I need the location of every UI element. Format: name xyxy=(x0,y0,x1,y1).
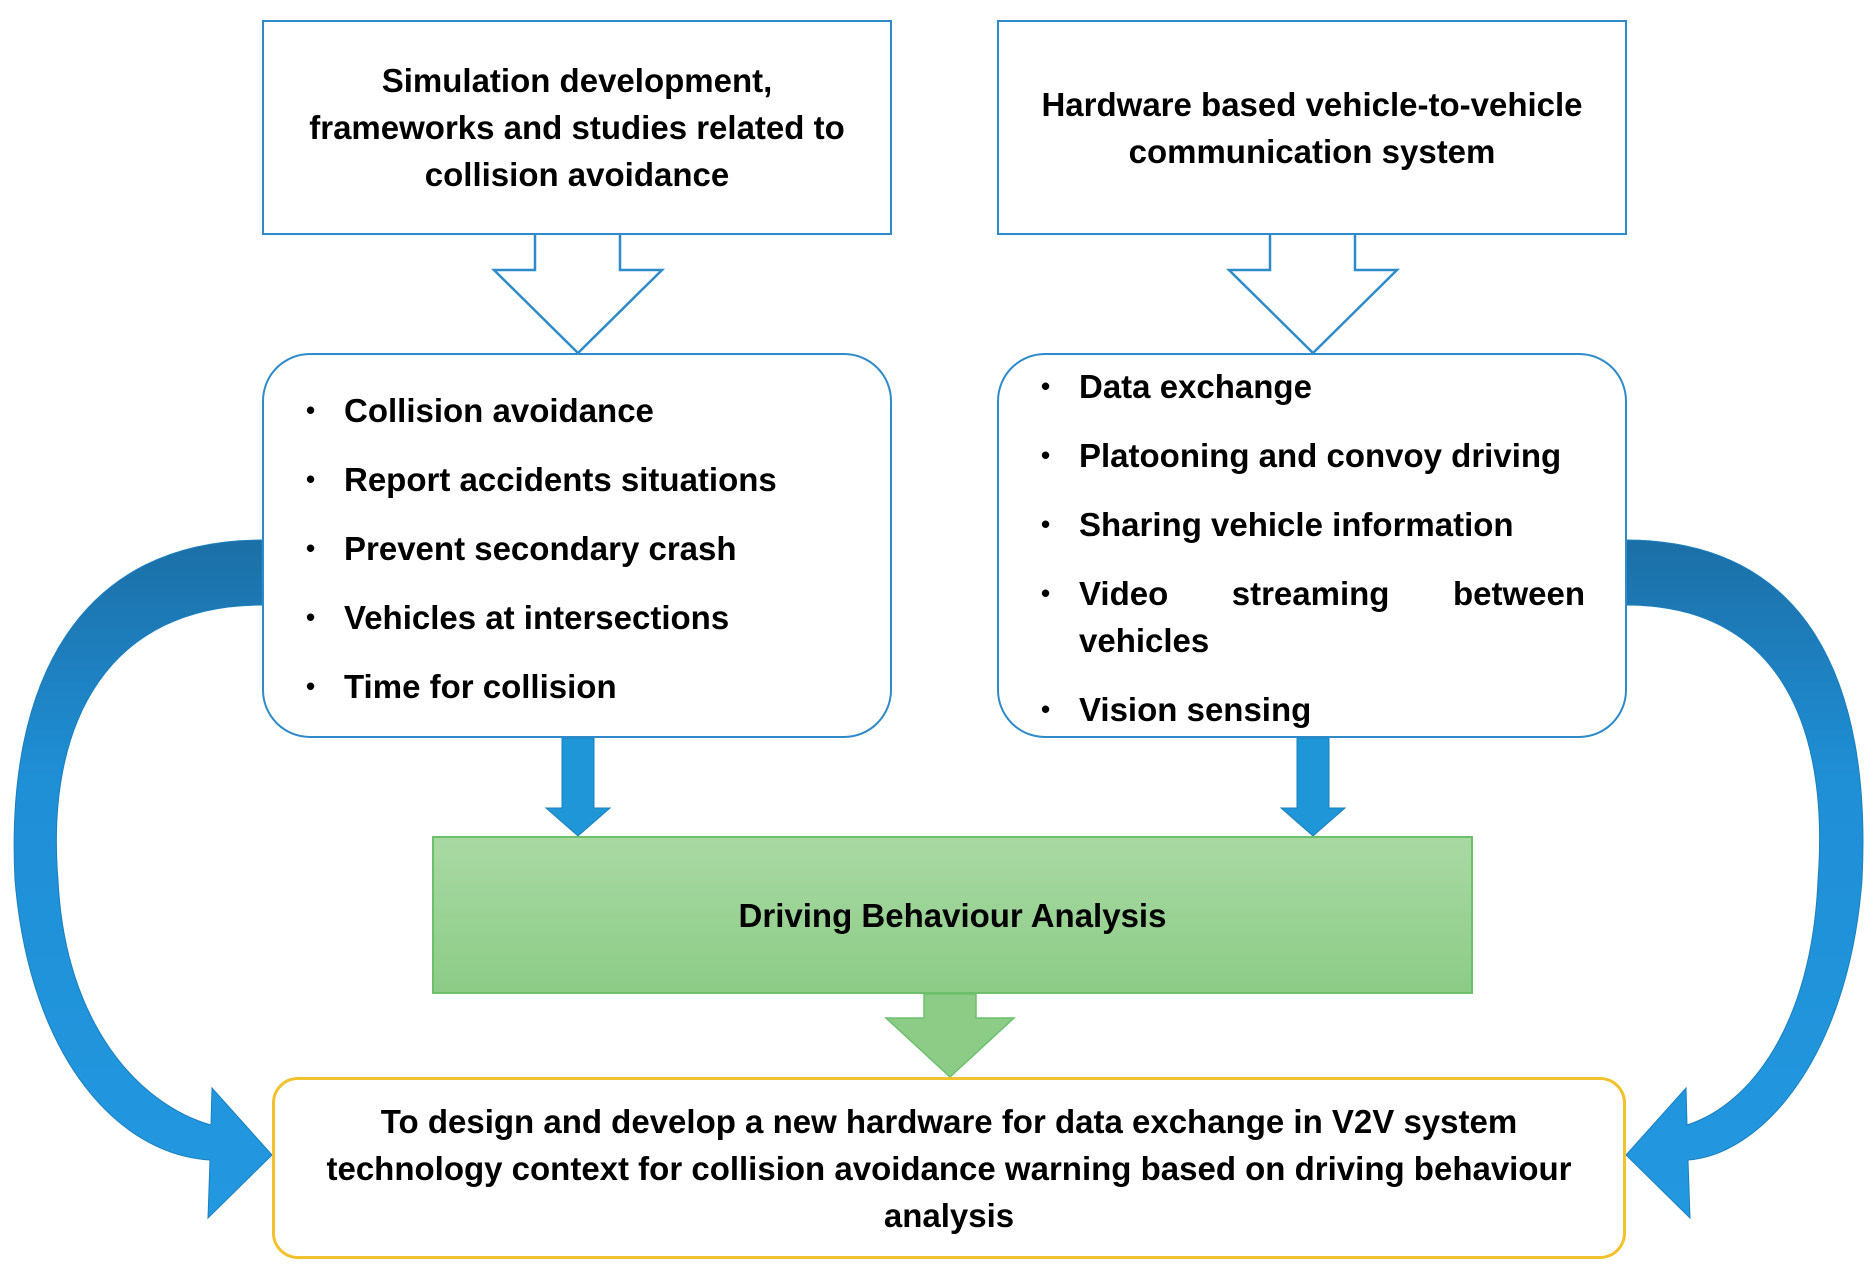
driving-behaviour-box: Driving Behaviour Analysis xyxy=(432,836,1473,994)
hardware-v2v-text: Hardware based vehicle-to-vehicle commun… xyxy=(1041,85,1583,170)
v2v-features-list: Data exchange Platooning and convoy driv… xyxy=(1037,363,1585,733)
simulation-studies-box: Simulation development, frameworks and s… xyxy=(262,20,892,235)
list-item: Collision avoidance xyxy=(302,387,850,434)
list-item: Vehicles at intersections xyxy=(302,594,850,641)
list-item: Time for collision xyxy=(302,663,850,710)
hollow-arrow-left xyxy=(490,235,666,355)
down-arrow-right xyxy=(1279,737,1347,837)
list-item: Sharing vehicle information xyxy=(1037,501,1585,548)
down-arrow-left xyxy=(544,737,612,837)
simulation-studies-text: Simulation development, frameworks and s… xyxy=(309,62,845,193)
hardware-v2v-box: Hardware based vehicle-to-vehicle commun… xyxy=(997,20,1627,235)
goal-box: To design and develop a new hardware for… xyxy=(272,1077,1626,1259)
v2v-features-box: Data exchange Platooning and convoy driv… xyxy=(997,353,1627,738)
goal-text: To design and develop a new hardware for… xyxy=(326,1102,1572,1234)
list-item: Report accidents situations xyxy=(302,456,850,503)
list-item: Prevent secondary crash xyxy=(302,525,850,572)
list-item: Platooning and convoy driving xyxy=(1037,432,1585,479)
hollow-arrow-right xyxy=(1225,235,1401,355)
list-item: Data exchange xyxy=(1037,363,1585,410)
green-down-arrow xyxy=(884,993,1016,1079)
curved-arrow-right xyxy=(1625,539,1864,1220)
list-item: Vision sensing xyxy=(1037,686,1585,733)
curved-arrow-left xyxy=(13,539,273,1220)
collision-topics-list: Collision avoidance Report accidents sit… xyxy=(302,387,850,710)
list-item: Video streaming between vehicles xyxy=(1037,570,1585,664)
collision-topics-box: Collision avoidance Report accidents sit… xyxy=(262,353,892,738)
driving-behaviour-text: Driving Behaviour Analysis xyxy=(738,896,1167,934)
